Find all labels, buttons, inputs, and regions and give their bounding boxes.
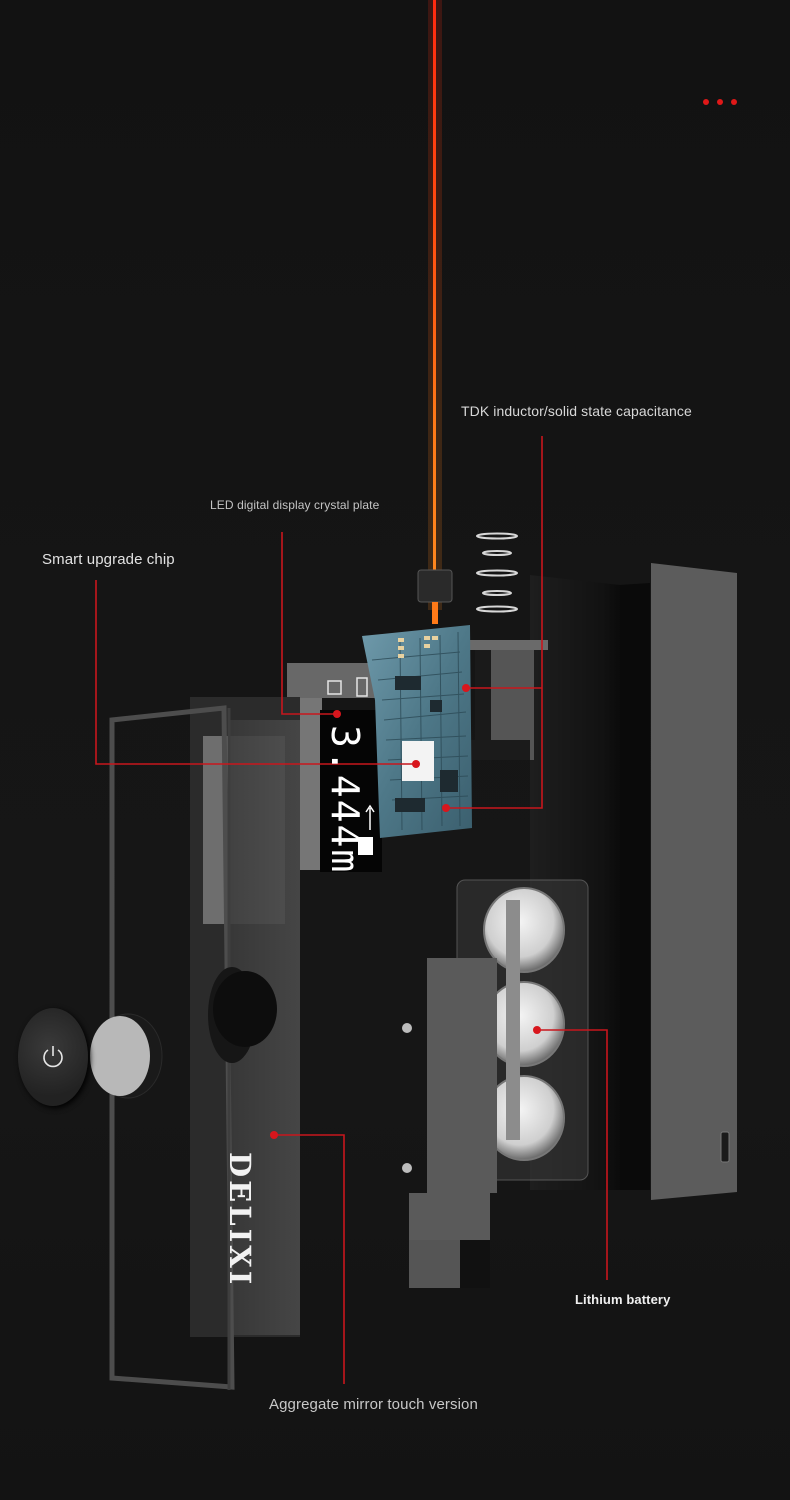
front-lens xyxy=(213,971,277,1047)
springs xyxy=(476,532,518,613)
callout-label-chip: Smart upgrade chip xyxy=(42,551,175,568)
memory-icon xyxy=(327,680,342,695)
callout-label-mirror: Aggregate mirror touch version xyxy=(269,1396,478,1413)
more-dots-icon xyxy=(703,99,737,105)
battery-icon xyxy=(356,677,368,697)
battery-connector-socket xyxy=(460,1240,490,1288)
lcd-level-bar xyxy=(358,837,373,855)
callout-label-tdk: TDK inductor/solid state capacitance xyxy=(461,403,692,419)
screw xyxy=(402,1023,412,1033)
usb-port xyxy=(720,1131,730,1163)
battery-holder-plate xyxy=(409,958,497,1240)
housing-side-edge xyxy=(620,583,650,1190)
pcb-pads xyxy=(398,636,438,658)
dot xyxy=(717,99,723,105)
laser-beam-lower xyxy=(432,602,438,624)
arrow-up-icon xyxy=(365,804,375,830)
housing-cover xyxy=(651,563,737,1200)
laser-lens xyxy=(417,569,453,603)
screw xyxy=(402,1163,412,1173)
callout-lines xyxy=(95,436,608,1384)
display-side-strip xyxy=(297,698,322,870)
lcd-reading: 3.444m xyxy=(323,725,367,875)
pcb-bracket xyxy=(468,640,548,760)
battery-contact-strip xyxy=(506,900,520,1140)
front-frame-outer xyxy=(109,705,235,1390)
dot xyxy=(731,99,737,105)
callout-label-battery: Lithium battery xyxy=(575,1292,671,1307)
callout-label-led-plate: LED digital display crystal plate xyxy=(210,498,380,512)
callout-dots xyxy=(270,684,541,1139)
power-button-cap xyxy=(90,1016,150,1096)
power-button[interactable] xyxy=(18,1008,88,1106)
laser-beam xyxy=(433,0,436,610)
power-icon xyxy=(43,1046,63,1068)
coin-cells xyxy=(483,887,565,1161)
dot xyxy=(703,99,709,105)
brand-logo: DELIXI xyxy=(223,1152,257,1288)
